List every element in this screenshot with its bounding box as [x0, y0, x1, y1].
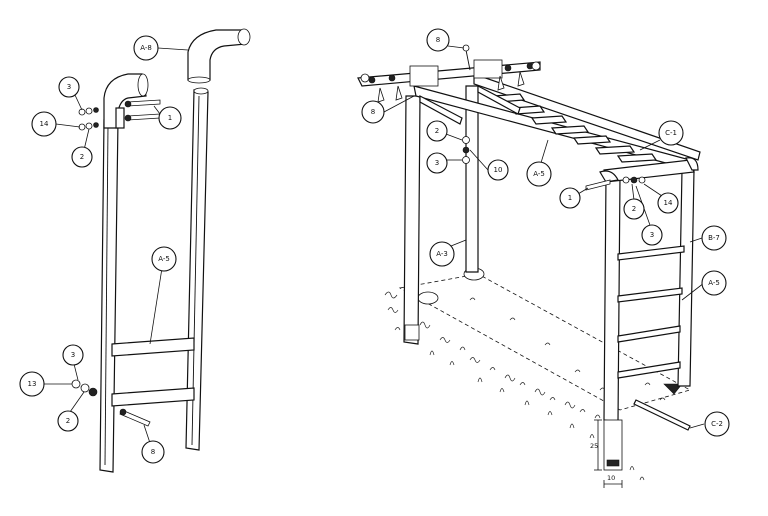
label-a5: A-5 [151, 246, 177, 272]
svg-text:14: 14 [40, 120, 49, 128]
top-bolts [124, 99, 161, 122]
svg-text:A-5: A-5 [158, 255, 170, 263]
label-right-a5-top: A-5 [526, 161, 552, 187]
label-a8: A-8 [133, 35, 159, 61]
dimension-width: 10 [607, 474, 615, 482]
label-right-c2: C-2 [704, 411, 730, 437]
top-crossbar [357, 44, 541, 103]
svg-text:14: 14 [664, 199, 673, 207]
svg-text:3: 3 [650, 231, 654, 239]
braces [419, 85, 521, 125]
label-right-part-10: 10 [487, 159, 509, 181]
label-right-part-8-top: 8 [426, 28, 450, 52]
label-right-part-3: 3 [426, 152, 448, 174]
label-part-14: 14 [31, 111, 57, 137]
label-right-a5-side: A-5 [701, 270, 727, 296]
frame-posts [403, 85, 695, 471]
svg-text:8: 8 [151, 448, 155, 456]
svg-text:A-5: A-5 [708, 279, 720, 287]
label-part-3-top: 3 [58, 76, 80, 98]
svg-text:C-2: C-2 [711, 420, 723, 428]
svg-text:C-1: C-1 [665, 129, 677, 137]
svg-text:13: 13 [28, 380, 37, 388]
overhead-rungs [492, 93, 658, 163]
label-part-13: 13 [19, 371, 45, 397]
label-right-part-3-right: 3 [641, 224, 663, 246]
svg-text:A-8: A-8 [140, 44, 152, 52]
label-right-part-14: 14 [657, 192, 679, 214]
label-right-a3: A-3 [429, 241, 455, 267]
ladder-rungs [111, 337, 195, 407]
svg-text:A-5: A-5 [533, 170, 545, 178]
svg-text:8: 8 [371, 108, 375, 116]
svg-text:10: 10 [494, 166, 503, 174]
label-part-3-bottom: 3 [62, 344, 84, 366]
side-ladder [617, 245, 685, 379]
label-right-b7: B-7 [701, 225, 727, 251]
label-part-1: 1 [158, 106, 182, 130]
left-ladder-assembly: A-8 1 3 14 2 A-5 3 13 [19, 28, 251, 473]
svg-text:1: 1 [168, 114, 172, 122]
label-right-part-2: 2 [426, 120, 448, 142]
label-part-2-top: 2 [71, 146, 93, 168]
dimension-depth: 25 [590, 442, 598, 450]
svg-text:B-7: B-7 [708, 234, 720, 242]
label-right-part-2-right: 2 [623, 198, 645, 220]
label-part-8: 8 [141, 440, 165, 464]
svg-text:1: 1 [568, 194, 572, 202]
dimension-markers: 25 10 [590, 419, 623, 488]
svg-text:3: 3 [71, 351, 75, 359]
label-right-part-1: 1 [559, 187, 581, 209]
svg-text:2: 2 [435, 127, 439, 135]
label-part-2-bottom: 2 [57, 410, 79, 432]
svg-text:2: 2 [632, 205, 636, 213]
svg-text:A-3: A-3 [436, 250, 448, 258]
svg-text:2: 2 [80, 153, 84, 161]
middle-hardware [462, 136, 646, 191]
label-right-c1: C-1 [658, 120, 684, 146]
right-climber-assembly: 25 10 8 8 2 [357, 28, 730, 488]
svg-text:3: 3 [435, 159, 439, 167]
svg-text:3: 3 [67, 83, 71, 91]
svg-text:8: 8 [436, 36, 440, 44]
bottom-hardware [71, 379, 151, 427]
top-hardware [78, 107, 99, 131]
ground-texture [384, 291, 666, 481]
label-right-part-8-left: 8 [361, 100, 385, 124]
svg-text:2: 2 [66, 417, 70, 425]
